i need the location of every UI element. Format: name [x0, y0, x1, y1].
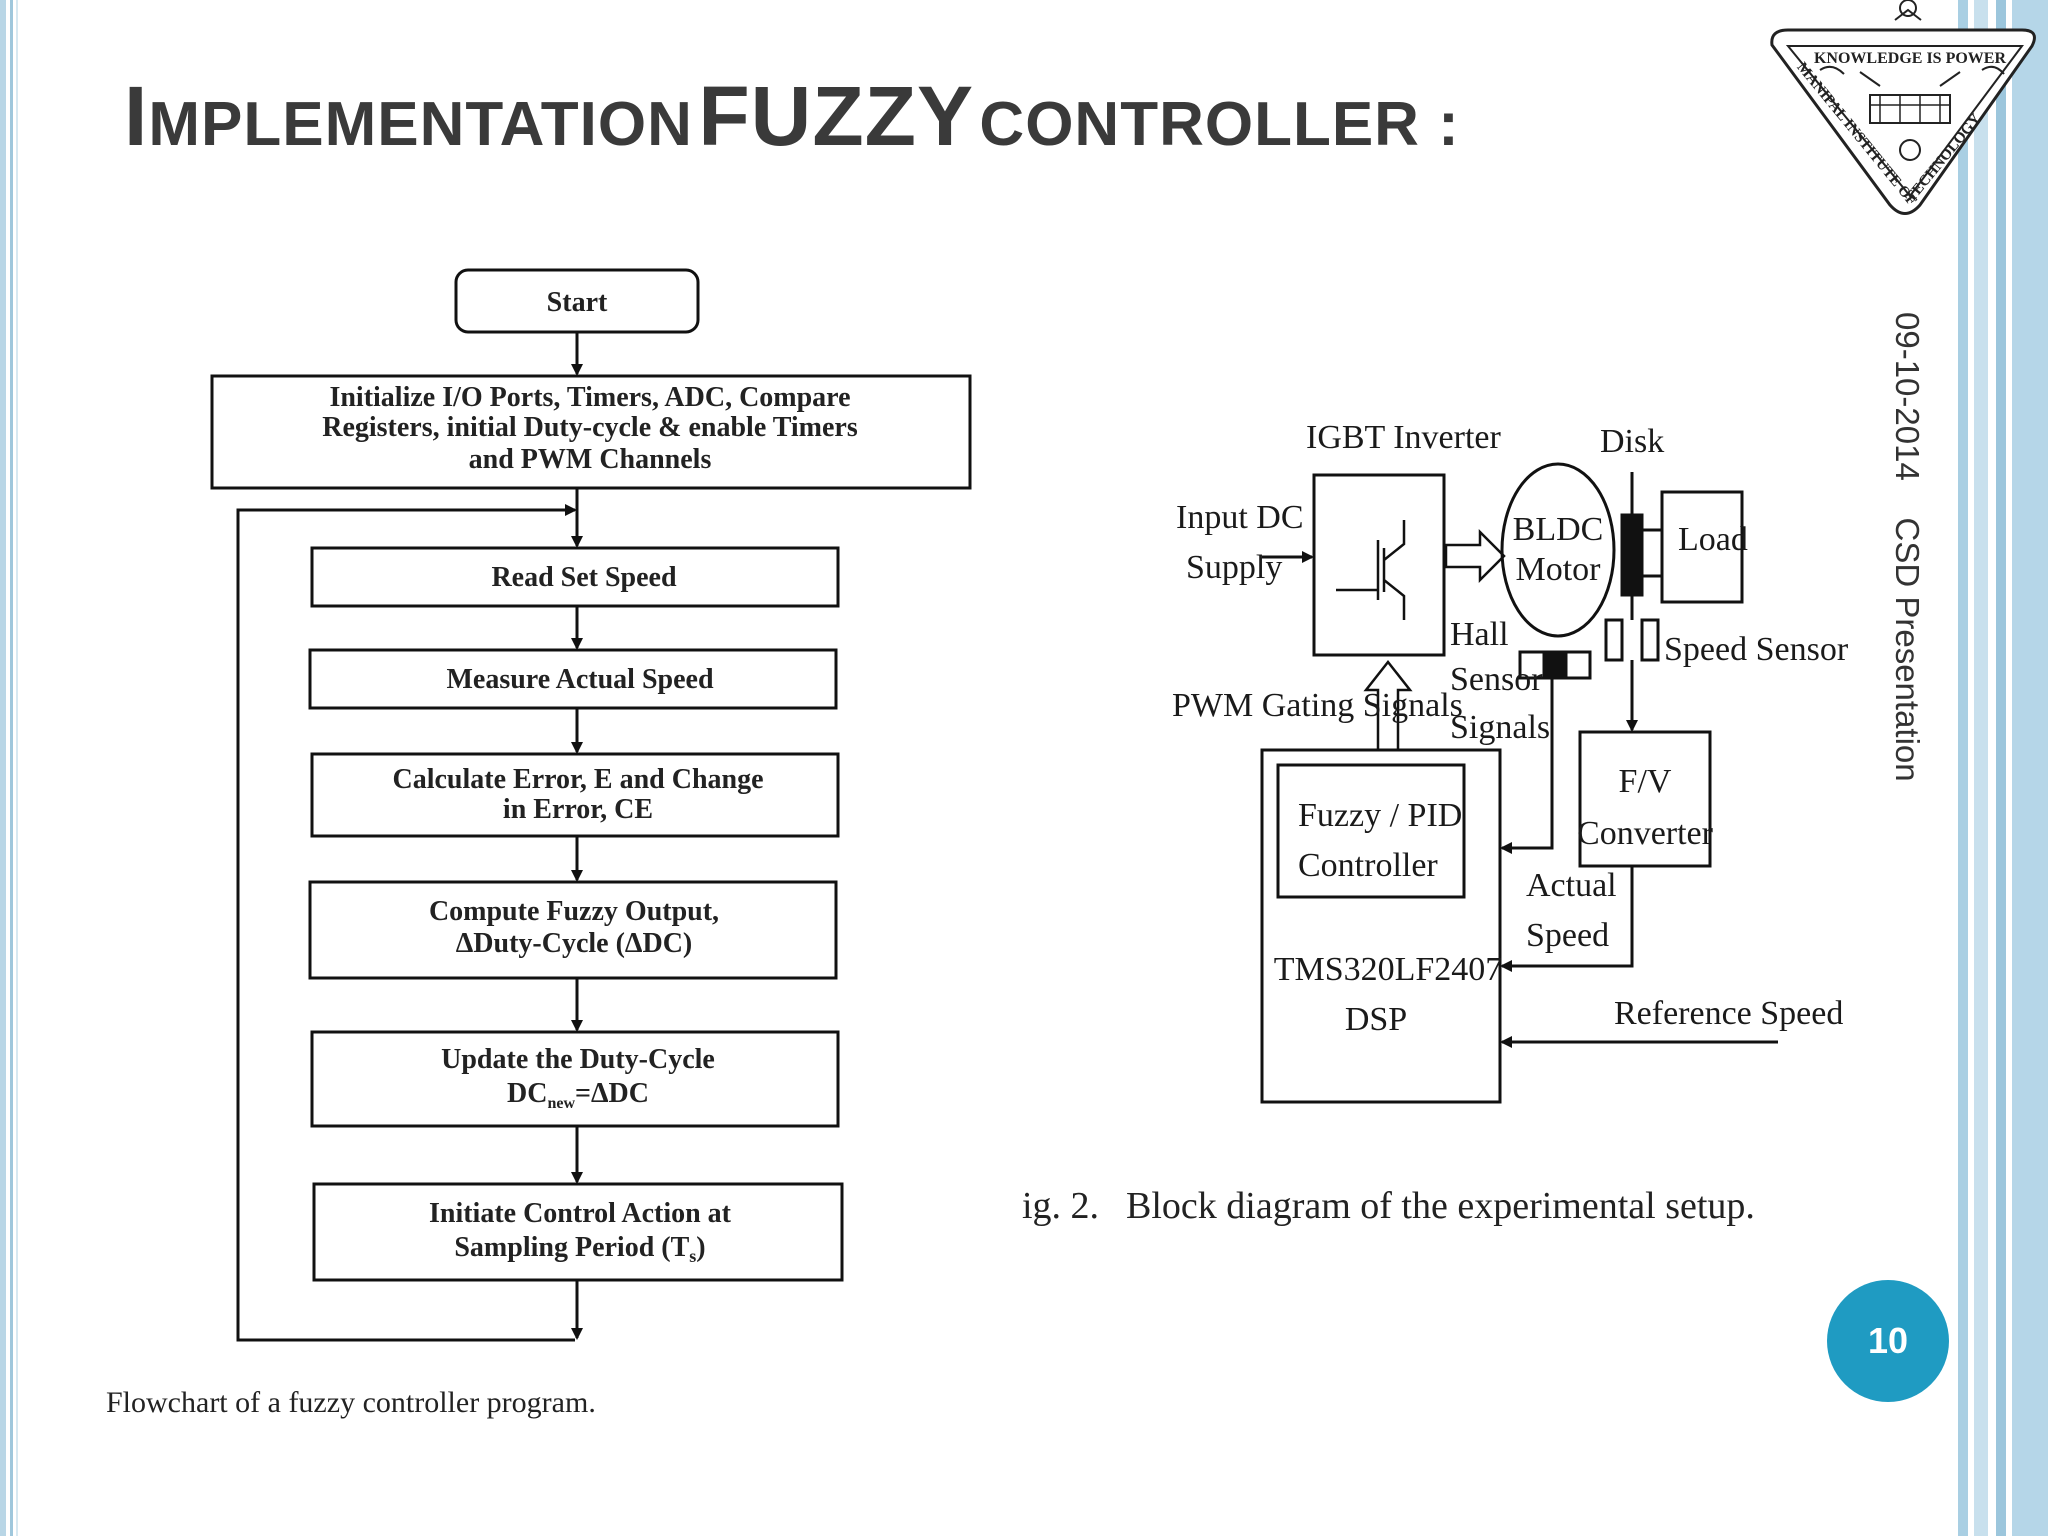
block-diagram [1260, 462, 1778, 1104]
fc-calc-line2: in Error, CE [503, 794, 653, 825]
bd-bldc-line1: BLDC [1513, 511, 1604, 548]
bd-pwm-arrow [1363, 659, 1413, 752]
bd-speed-sensor-right [1640, 618, 1660, 662]
fc-compute-box [308, 880, 838, 980]
fc-calc-line1: Calculate Error, E and Change [392, 764, 763, 795]
bd-speed-sensor-left [1604, 618, 1624, 662]
bd-dsp-line2: DSP [1345, 1001, 1407, 1038]
bd-load-box [1660, 490, 1744, 604]
bd-fuzzy-line1: Fuzzy / PID [1298, 797, 1462, 834]
fc-compute-line2: ΔDuty-Cycle (ΔDC) [456, 928, 693, 959]
bd-reference-label: Reference Speed [1614, 995, 1843, 1032]
bd-actual-line2: Speed [1526, 917, 1609, 954]
title-controller: CONTROLLER : [979, 90, 1460, 159]
bd-hall-line2: Sensor [1450, 661, 1543, 698]
fc-caption: Flowchart of a fuzzy controller program. [106, 1386, 596, 1419]
left-border-rule [0, 0, 24, 1536]
bd-actual-speed-line [1500, 866, 1634, 972]
fc-init-box [210, 374, 972, 490]
page-number-badge: 10 [1827, 1280, 1949, 1402]
bd-load-label: Load [1678, 521, 1748, 558]
bd-dsp-line1: TMS320LF2407 [1274, 951, 1503, 988]
institute-logo: KNOWLEDGE IS POWER MANIPAL INSTITUTE OF … [1770, 0, 2036, 215]
fc-compute-line1: Compute Fuzzy Output, [429, 896, 719, 927]
fc-init-line2: Registers, initial Duty-cycle & enable T… [322, 412, 858, 443]
fc-initiate-sub: s [689, 1246, 696, 1266]
bd-disk-label: Disk [1600, 423, 1664, 460]
bd-fuzzy-box [1276, 763, 1466, 899]
slide-title: IMPLEMENTATION FUZZY CONTROLLER : [124, 68, 1460, 165]
bd-igbt-symbol [1336, 520, 1406, 620]
bd-fv-line2: Converter [1577, 815, 1714, 852]
bd-power-arrow [1444, 528, 1506, 584]
fc-calc-box [310, 752, 840, 838]
bd-hall-line1: Hall [1450, 616, 1509, 653]
fc-init-line1: Initialize I/O Ports, Timers, ADC, Compa… [329, 382, 850, 413]
fc-init-line3: and PWM Channels [469, 444, 712, 475]
bd-hall-sensor-core [1542, 650, 1568, 680]
bd-disk [1620, 513, 1644, 597]
fc-initiate-line2: Sampling Period (Ts) [454, 1232, 705, 1266]
title-implementation: MPLEMENTATION [148, 90, 693, 159]
fc-measure-box [308, 648, 838, 710]
flowchart [210, 268, 972, 1342]
bd-bldc-line2: Motor [1516, 551, 1602, 588]
bd-actual-line1: Actual [1526, 867, 1617, 904]
bd-hall-signal-line [1500, 678, 1554, 854]
bd-fuzzy-line2: Controller [1298, 847, 1438, 884]
fc-initiate-b: ) [696, 1232, 705, 1263]
bd-input-line2: Supply [1186, 549, 1282, 586]
fc-read-box [310, 546, 840, 608]
block-diagram-labels: IGBT Inverter Disk Input DC Supply BLDC … [1022, 419, 1849, 1227]
fc-update-eq: =ΔDC [575, 1078, 649, 1109]
fc-measure-label: Measure Actual Speed [446, 664, 713, 695]
bd-igbt-label: IGBT Inverter [1306, 419, 1501, 456]
fc-initiate-a: Sampling Period (T [454, 1232, 689, 1263]
bd-hall-line3: Signals [1450, 709, 1550, 746]
right-border-rail [1952, 0, 2048, 1536]
fc-read-label: Read Set Speed [491, 562, 677, 593]
bd-caption-text: Block diagram of the experimental setup. [1126, 1185, 1755, 1227]
fc-update-dc: DC [507, 1078, 547, 1109]
fc-start-label: Start [547, 287, 608, 318]
title-fuzzy: FUZZY [698, 69, 974, 163]
bd-fv-line1: F/V [1619, 763, 1672, 800]
bd-speed-sensor-label: Speed Sensor [1664, 631, 1849, 668]
bd-igbt-box [1312, 473, 1446, 657]
fc-update-box [310, 1030, 840, 1128]
flowchart-labels: Start Initialize I/O Ports, Timers, ADC,… [106, 287, 858, 1419]
bd-bldc-motor [1500, 462, 1616, 638]
title-initial: I [124, 69, 149, 163]
bd-caption-fig: ig. 2. [1022, 1185, 1099, 1227]
bd-pwm-label: PWM Gating Signals [1172, 687, 1463, 724]
logo-motto: KNOWLEDGE IS POWER [1814, 50, 2006, 67]
fc-update-line2: DCnew=ΔDC [507, 1078, 649, 1112]
fc-initiate-line1: Initiate Control Action at [429, 1198, 732, 1229]
bd-input-line1: Input DC [1176, 499, 1304, 536]
fc-update-sub: new [547, 1095, 575, 1112]
fc-update-line1: Update the Duty-Cycle [441, 1044, 715, 1075]
bd-fv-box [1578, 730, 1712, 868]
fc-loop-back [236, 504, 577, 1342]
